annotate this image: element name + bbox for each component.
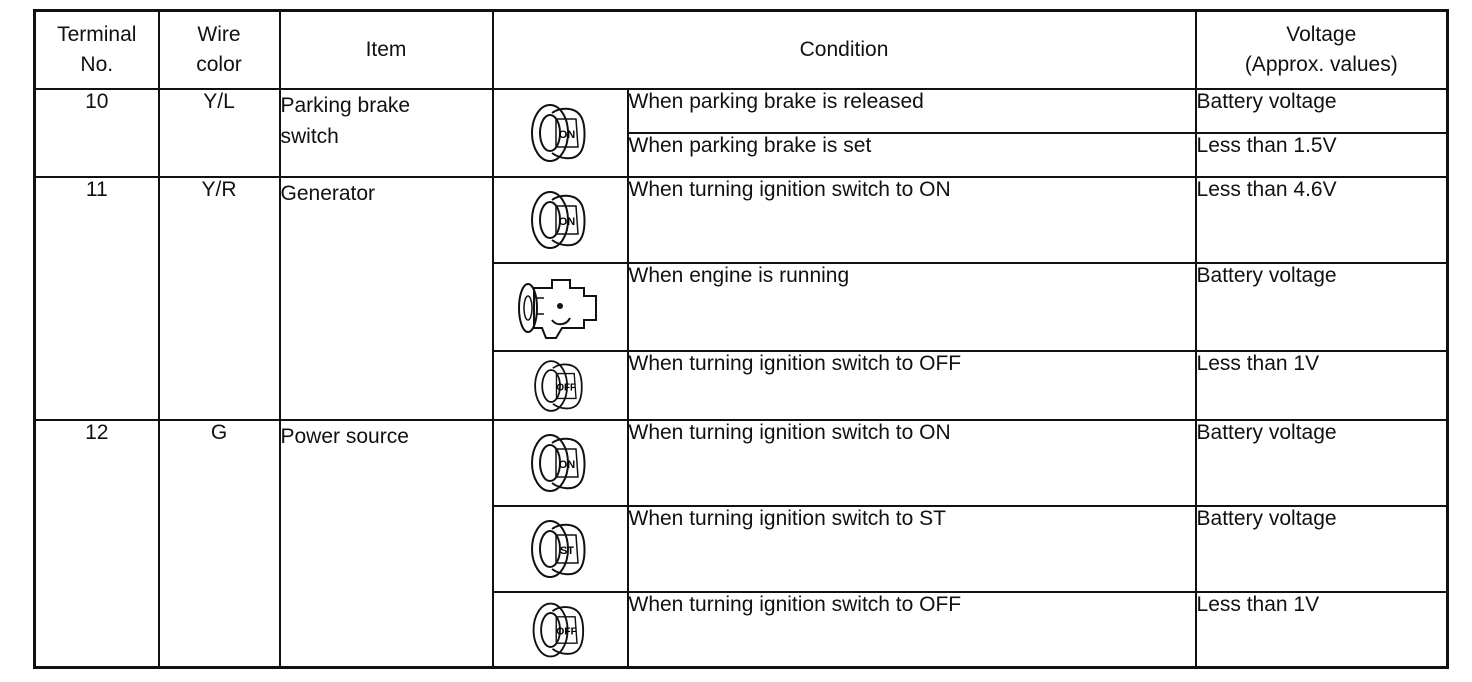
condition-icon-cell: OFF — [491, 591, 629, 669]
voltage-value: Less than 1V — [1194, 591, 1449, 669]
key-label: OFF — [556, 382, 576, 393]
header-voltage-line2: (Approx. values) — [1244, 52, 1398, 76]
table-row: 12 G Power source ON When turning igniti… — [33, 419, 1449, 669]
condition-icon-cell: ON — [491, 419, 629, 508]
terminal-number: 10 — [33, 87, 160, 178]
item-name: Parking brake switch — [278, 87, 494, 178]
header-terminal: Terminal No. — [33, 9, 160, 90]
voltage-value: Less than 1V — [1194, 349, 1449, 422]
voltage-value: Less than 1.5V — [1194, 131, 1449, 178]
condition-icon-cell: OFF — [491, 349, 629, 422]
ignition-key-on-icon: ON — [531, 434, 586, 493]
ignition-key-on-icon: ON — [531, 103, 586, 162]
condition-icon-cell — [491, 261, 629, 352]
table-row: OFF When turning ignition switch to OFF … — [35, 349, 1449, 422]
ignition-key-off-icon: OFF — [532, 602, 585, 658]
header-terminal-line2: No. — [80, 52, 114, 76]
header-terminal-line1: Terminal — [57, 22, 137, 46]
wire-color: Y/R — [157, 175, 281, 422]
voltage-value: Battery voltage — [1194, 261, 1449, 352]
item-name: Power source — [278, 419, 494, 669]
table-row: OFF When turning ignition switch to OFF … — [35, 591, 1449, 669]
item-name-line2: switch — [280, 124, 339, 148]
condition-text: When parking brake is released — [626, 87, 1197, 134]
table-row: When engine is running Battery voltage — [35, 261, 1449, 352]
condition-text: When turning ignition switch to OFF — [626, 591, 1197, 669]
table-row: When parking brake is set Less than 1.5V — [35, 131, 1449, 178]
condition-text: When turning ignition switch to OFF — [626, 349, 1197, 422]
condition-text: When turning ignition switch to ON — [626, 175, 1197, 264]
item-name-line1: Parking brake — [280, 93, 411, 117]
terminal-spec-table: Terminal No. Wire color Item Condition V… — [33, 9, 1450, 669]
voltage-value: Less than 4.6V — [1194, 175, 1449, 264]
header-wire-line1: Wire — [197, 22, 241, 46]
ignition-key-on-icon: ON — [531, 190, 586, 249]
ignition-key-off-icon: OFF — [534, 359, 583, 412]
header-wire-color: Wire color — [157, 9, 281, 90]
header-voltage: Voltage (Approx. values) — [1194, 9, 1449, 90]
table-row: ST When turning ignition switch to ST Ba… — [35, 505, 1449, 594]
terminal-number: 11 — [33, 175, 160, 422]
wire-color: Y/L — [157, 87, 281, 178]
condition-text: When parking brake is set — [626, 131, 1197, 178]
key-label: ST — [560, 545, 574, 557]
engine-running-icon — [518, 278, 597, 339]
condition-text: When engine is running — [626, 261, 1197, 352]
condition-text: When turning ignition switch to ON — [626, 419, 1197, 508]
condition-icon-cell: ST — [491, 505, 629, 594]
table-row: 11 Y/R Generator ON When turning ignitio… — [33, 175, 1449, 422]
voltage-value: Battery voltage — [1194, 505, 1449, 594]
ignition-key-st-icon: ST — [531, 520, 586, 579]
condition-icon-cell: ON — [491, 87, 629, 178]
voltage-value: Battery voltage — [1194, 87, 1449, 134]
voltage-value: Battery voltage — [1194, 419, 1449, 508]
header-condition: Condition — [491, 9, 1197, 90]
header-row: Terminal No. Wire color Item Condition V… — [33, 9, 1449, 90]
item-name: Generator — [278, 175, 494, 422]
header-voltage-line1: Voltage — [1286, 22, 1357, 46]
condition-icon-cell: ON — [491, 175, 629, 264]
header-wire-line2: color — [196, 52, 242, 76]
key-label: ON — [559, 459, 576, 471]
wire-color: G — [157, 419, 281, 669]
terminal-number: 12 — [33, 419, 160, 669]
key-label: ON — [559, 216, 576, 228]
table-row: 10 Y/L Parking brake switch ON When park… — [33, 87, 1449, 178]
header-item: Item — [278, 9, 494, 90]
key-label: OFF — [556, 626, 577, 637]
condition-text: When turning ignition switch to ST — [626, 505, 1197, 594]
key-label: ON — [559, 129, 576, 141]
